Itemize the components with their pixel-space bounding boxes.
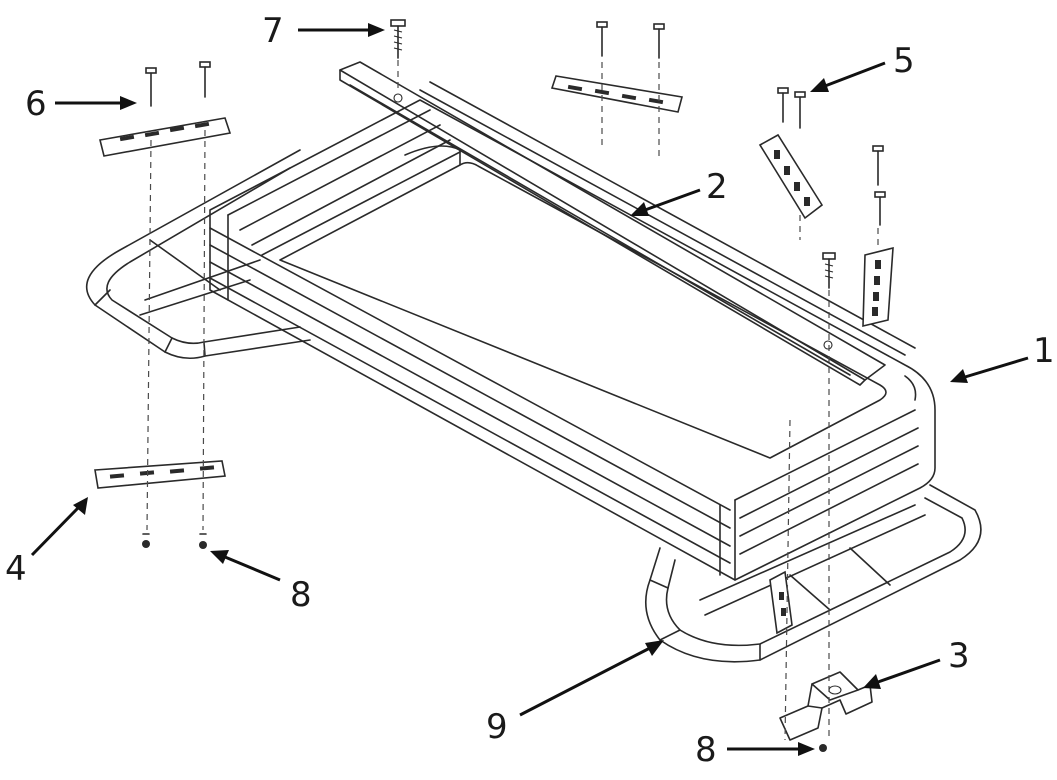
- callout-8-left: 8: [290, 575, 312, 615]
- main-tray-body: [209, 81, 936, 581]
- bolt-right-middle: [822, 252, 836, 289]
- tube-base-frame: [85, 149, 982, 663]
- callout-numbers: 7 6 5 2 1 4 8 9 3 8: [5, 11, 1055, 770]
- bolt-6-right: [199, 61, 211, 98]
- callout-7: 7: [262, 11, 284, 51]
- bolt-top-center-2: [653, 23, 665, 59]
- callout-6: 6: [25, 84, 47, 124]
- mounting-plate-right-lower: [862, 246, 894, 328]
- callout-arrows: [30, 23, 1029, 756]
- nut-bottom: [819, 744, 827, 752]
- cross-channel-bar: [339, 61, 886, 386]
- bolt-7: [390, 19, 406, 59]
- mounting-plate-under-right: [769, 570, 793, 635]
- callout-2: 2: [706, 167, 728, 207]
- bolt-5-left: [777, 87, 789, 123]
- mounting-plate-bottom-left: [94, 460, 226, 489]
- callout-3: 3: [948, 636, 970, 676]
- bolts-and-nuts: [142, 19, 886, 752]
- bolt-right-lower: [874, 191, 886, 226]
- mounting-plate-top-center: [550, 75, 683, 113]
- callout-1: 1: [1033, 331, 1055, 371]
- nut-left-1: [142, 540, 150, 548]
- mounting-plate-right-upper: [758, 133, 824, 220]
- callout-9: 9: [486, 707, 508, 747]
- callout-5: 5: [893, 41, 915, 81]
- bolt-5-right: [794, 91, 806, 129]
- callout-8-bottom: 8: [695, 730, 717, 770]
- callout-4: 4: [5, 549, 27, 589]
- bolt-6-left: [145, 67, 157, 107]
- mounting-plate-top-left: [99, 117, 232, 157]
- bracket: [779, 671, 873, 741]
- nut-left-2: [199, 541, 207, 549]
- bolt-right-upper: [872, 145, 884, 186]
- alignment-dashed-lines: [146, 60, 879, 741]
- bolt-top-center-1: [596, 21, 608, 57]
